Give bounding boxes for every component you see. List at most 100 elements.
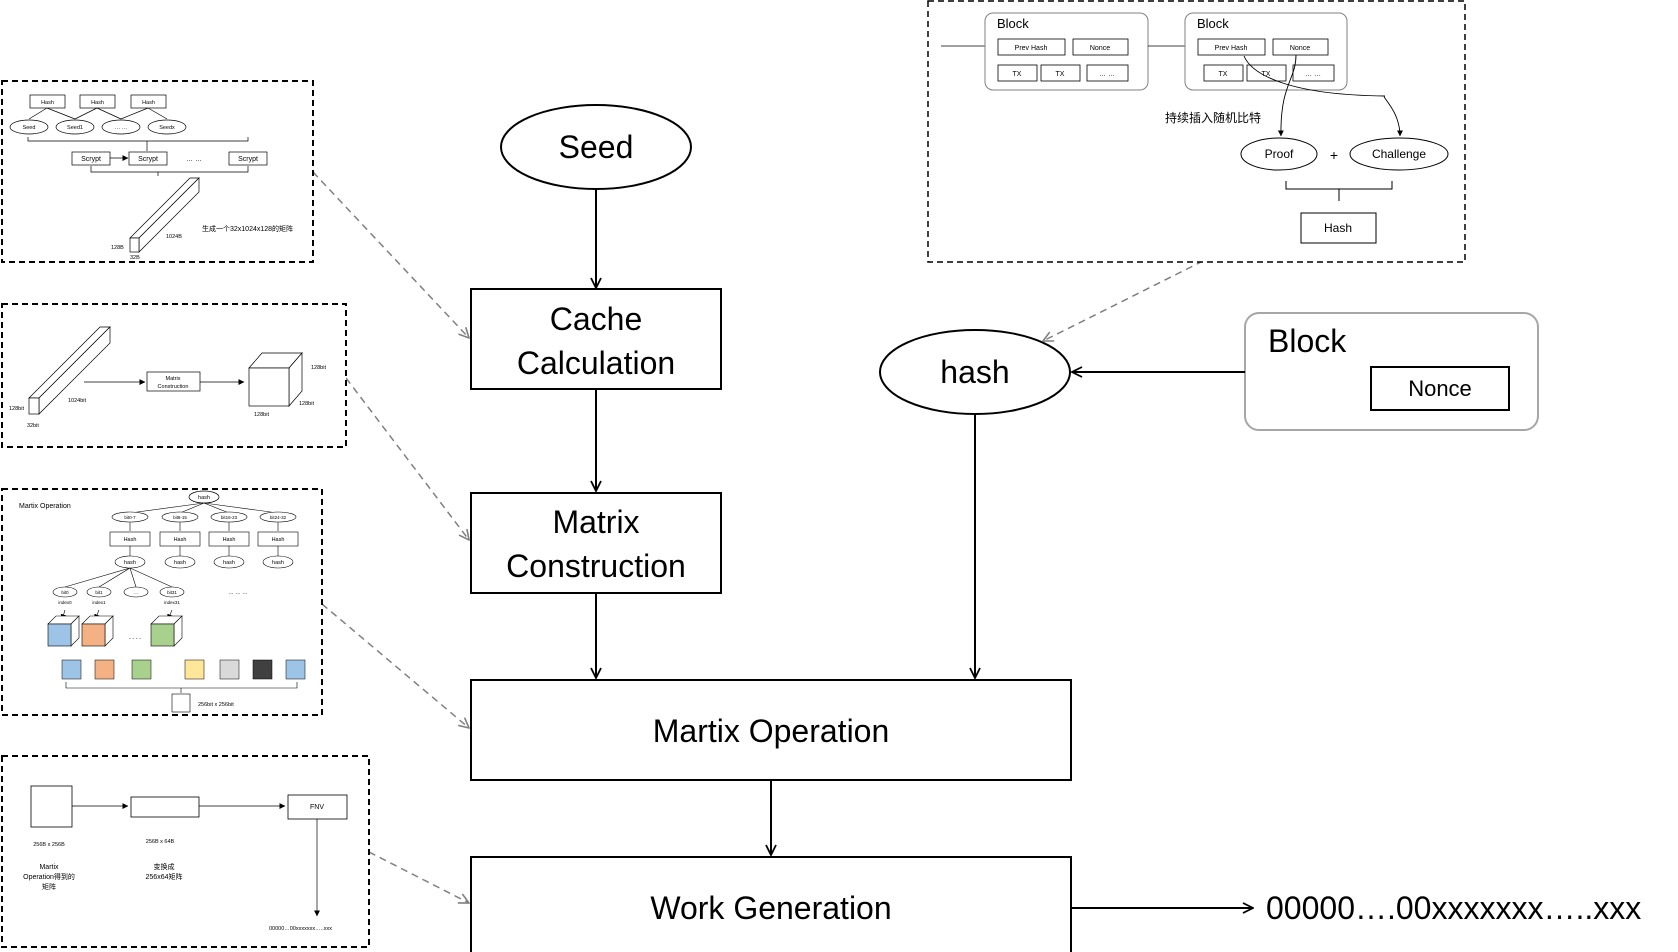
work-generation-label: Work Generation [650, 890, 891, 926]
cache-hash-label: Hash [142, 100, 155, 106]
pow-dots-1: … … [1099, 71, 1115, 78]
matrix-dim-128bit-left: 128bit [9, 406, 24, 412]
matrix-panel-connector [345, 377, 469, 540]
operation-hash-node: hash [124, 560, 136, 566]
pow-nonce-1: Nonce [1090, 45, 1110, 52]
operation-panel-title: Martix Operation [19, 503, 71, 510]
work-panel-connector [368, 851, 469, 903]
work-label-256x64: 256B x 64B [146, 839, 175, 845]
operation-index: index0 [58, 600, 72, 605]
scrypt-label-1: Scrypt [81, 156, 101, 163]
pow-block-label-1: Block [997, 16, 1029, 31]
operation-panel-connector [321, 603, 469, 728]
pow-proof: Proof [1265, 147, 1294, 161]
work-transform-caption-2: 256x64矩阵 [146, 872, 183, 881]
operation-bit: bit31 [167, 590, 177, 595]
operation-hash-box: Hash [124, 537, 137, 543]
hash-label: hash [940, 354, 1009, 390]
operation-hash-box: Hash [223, 537, 236, 543]
pow-hash: Hash [1324, 221, 1352, 235]
operation-cube-blue [47, 615, 80, 647]
work-output: 00000…00xxxxxxx…..xxx [269, 926, 332, 932]
operation-tile [61, 659, 82, 680]
matrix-detail-panel: 1024bit 128bit 32bit Matrix Construction… [1, 303, 347, 448]
cache-calculation-label-line1: Cache [550, 301, 643, 337]
nonce-label: Nonce [1408, 376, 1472, 401]
pow-challenge: Challenge [1372, 147, 1426, 161]
operation-tile [285, 659, 306, 680]
operation-dots: … … … [228, 590, 248, 596]
operation-cube-green [150, 615, 183, 647]
operation-index: index31 [164, 600, 180, 605]
matrix-construction-box [470, 492, 722, 594]
pow-tx-2a: TX [1219, 71, 1228, 78]
operation-hash-box: Hash [272, 537, 285, 543]
scrypt-label-2: Scrypt [138, 156, 158, 163]
pow-prev-hash-1: Prev Hash [1015, 45, 1048, 52]
cache-hash-label: Hash [91, 100, 104, 106]
pow-panel-connector [1043, 260, 1204, 341]
cache-seed-label: Seed [23, 125, 36, 131]
cache-seed-label: Seed1 [67, 125, 83, 131]
pow-plus: + [1330, 147, 1338, 163]
pow-dots-2: … … [1305, 71, 1321, 78]
martix-operation-label: Martix Operation [653, 713, 890, 749]
operation-result-size: 256bit x 256bit [198, 702, 234, 708]
operation-root-hash: hash [198, 495, 210, 501]
matrix-dim-1024bit: 1024bit [68, 398, 87, 404]
cache-seed-label: … … [115, 125, 128, 131]
operation-tile [94, 659, 115, 680]
scrypt-ellipsis: … … [186, 156, 202, 163]
pow-block-label-2: Block [1197, 16, 1229, 31]
seed-label: Seed [559, 129, 634, 165]
operation-bit-range: bit16-23 [221, 515, 238, 520]
operation-bit: bit1 [95, 590, 103, 595]
pow-tx-2b: TX [1262, 71, 1271, 78]
result-output-label: 00000….00xxxxxxx…..xxx [1266, 890, 1641, 926]
work-generation-box [470, 856, 1072, 952]
pow-prev-hash-2: Prev Hash [1215, 45, 1248, 52]
martix-operation-box [470, 679, 1072, 781]
cache-dim-1024: 1024B [166, 234, 182, 240]
operation-tile [184, 659, 205, 680]
work-matrix-caption-1: Martix [39, 864, 59, 871]
operation-bit-range: bit8-15 [173, 515, 187, 520]
operation-bit: bit0 [61, 590, 69, 595]
matrix-construction-label-line2: Construction [506, 548, 686, 584]
operation-index: index1 [92, 600, 106, 605]
operation-bit-range: bit0-7 [124, 515, 136, 520]
operation-cube-orange [81, 615, 114, 647]
matrix-box-label-1: Matrix [166, 376, 181, 382]
cache-panel-connector [312, 171, 469, 338]
operation-hash-box: Hash [174, 537, 187, 543]
pow-insert-caption: 持续插入随机比特 [1165, 110, 1261, 125]
operation-bit: … [134, 590, 139, 595]
block-label: Block [1268, 323, 1347, 359]
work-transform-caption-1: 变换成 [154, 862, 175, 871]
operation-tile [252, 659, 273, 680]
work-label-256: 256B x 256B [33, 842, 65, 848]
operation-tile [131, 659, 152, 680]
matrix-box-label-2: Construction [158, 384, 189, 390]
svg-text:- - - -: - - - - [129, 636, 141, 642]
matrix-dim-32bit: 32bit [27, 423, 39, 429]
scrypt-label-3: Scrypt [238, 156, 258, 163]
matrix-construction-label-line1: Matrix [552, 504, 639, 540]
operation-bit-range: bit24-32 [270, 515, 287, 520]
pow-detail-panel: Block Prev Hash Nonce TX TX … … Block Pr… [927, 0, 1466, 263]
work-matrix-caption-2: Operation得到的 [23, 872, 75, 881]
cache-dim-128: 128B [111, 245, 124, 251]
work-detail-panel: FNV 256B x 256B 256B x 64B Martix Operat… [1, 755, 370, 948]
nonce-box [1370, 366, 1510, 411]
work-matrix-caption-3: 矩阵 [42, 882, 56, 891]
cache-calculation-label-line2: Calculation [517, 345, 675, 381]
cache-seed-label: Seedx [159, 125, 175, 131]
cube-dim-128bit-side: 128bit [299, 401, 314, 407]
cache-calculation-box [470, 288, 722, 390]
operation-hash-node: hash [174, 560, 186, 566]
pow-nonce-2: Nonce [1290, 45, 1310, 52]
pow-tx-1a: TX [1013, 71, 1022, 78]
